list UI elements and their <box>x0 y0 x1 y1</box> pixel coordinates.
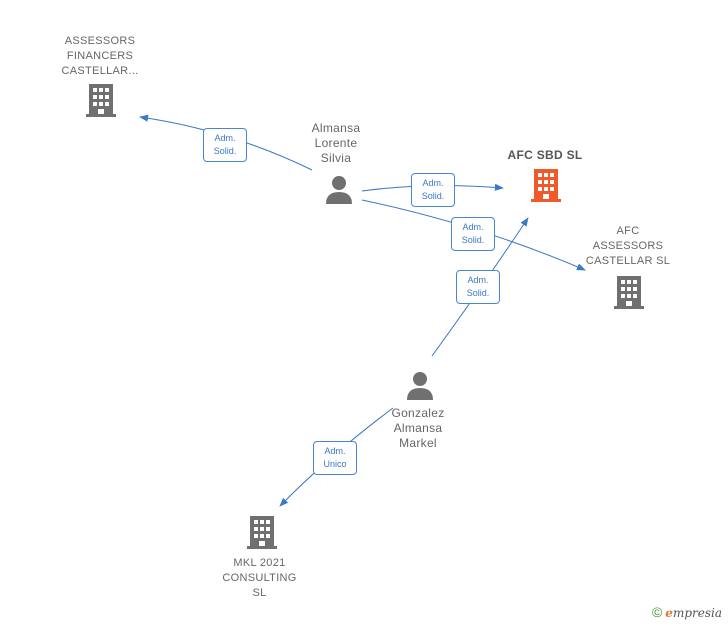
node-label-line: AFC <box>616 225 640 237</box>
edge-label-line: Adm. <box>462 222 484 232</box>
node-label-line: SL <box>252 587 267 599</box>
building-icon[interactable] <box>614 276 644 309</box>
edge-label-line: Adm. <box>467 275 489 285</box>
edge-label-line: Solid. <box>461 235 485 245</box>
edge-label-line: Adm. <box>214 133 236 143</box>
building-icon[interactable] <box>86 84 116 117</box>
node-label-almansa-lorente[interactable]: Almansa Lorente Silvia <box>296 121 376 166</box>
building-icon[interactable] <box>531 169 561 202</box>
node-label-line: CONSULTING <box>222 572 297 584</box>
edge-label-almansa-afc-sbd: Adm. Solid. <box>411 173 455 207</box>
node-label-line: Gonzalez <box>391 406 445 420</box>
edge-label-line: Adm. <box>324 446 346 456</box>
edge-label-gonzalez-mkl-2021: Adm. Unico <box>313 441 357 475</box>
node-label-afc-sbd[interactable]: AFC SBD SL <box>490 148 600 163</box>
edge-label-line: Unico <box>323 459 347 469</box>
edge-label-line: Solid. <box>421 191 445 201</box>
footer-brand[interactable]: ©empresia <box>652 604 722 620</box>
node-label-gonzalez-almansa[interactable]: Gonzalez Almansa Markel <box>378 406 458 451</box>
node-label-afc-assessors[interactable]: AFC ASSESSORS CASTELLAR SL <box>578 224 678 269</box>
node-label-line: AFC SBD SL <box>507 148 583 162</box>
edge-label-almansa-assessors-financers: Adm. Solid. <box>203 128 247 162</box>
person-icon[interactable] <box>326 176 352 204</box>
edge-label-almansa-afc-assessors: Adm. Solid. <box>451 217 495 251</box>
node-label-line: Markel <box>399 436 437 450</box>
node-label-line: MKL 2021 <box>233 557 286 569</box>
node-label-line: Almansa <box>393 421 443 435</box>
node-label-line: Lorente <box>314 136 358 150</box>
edge-label-line: Solid. <box>213 146 237 156</box>
node-label-line: ASSESSORS <box>64 35 136 47</box>
copyright-icon: © <box>651 604 663 620</box>
edge-label-line: Solid. <box>466 288 490 298</box>
brand-initial: e <box>665 606 673 620</box>
node-label-line: CASTELLAR SL <box>585 255 671 267</box>
node-label-line: CASTELLAR... <box>61 65 139 77</box>
node-label-line: Silvia <box>320 151 352 165</box>
person-icon[interactable] <box>407 372 433 400</box>
node-label-assessors-financers[interactable]: ASSESSORS FINANCERS CASTELLAR... <box>50 34 150 79</box>
edge-label-gonzalez-afc-sbd: Adm. Solid. <box>456 270 500 304</box>
node-label-line: FINANCERS <box>66 50 134 62</box>
brand-name: mpresia <box>672 606 722 620</box>
node-label-line: ASSESSORS <box>592 240 664 252</box>
node-label-line: Almansa <box>311 121 361 135</box>
edge-label-line: Adm. <box>422 178 444 188</box>
node-label-mkl-2021[interactable]: MKL 2021 CONSULTING SL <box>212 556 307 601</box>
building-icon[interactable] <box>247 516 277 549</box>
